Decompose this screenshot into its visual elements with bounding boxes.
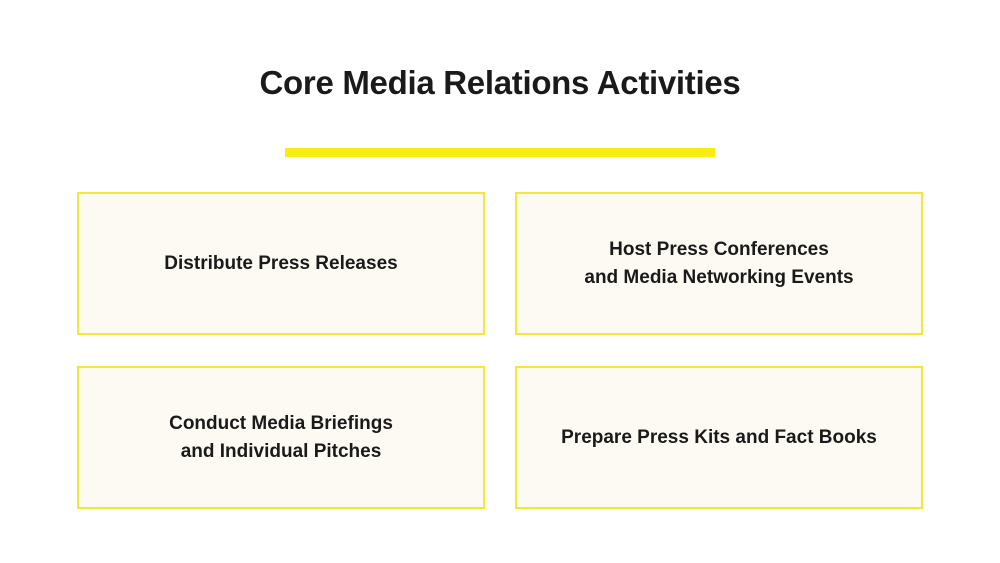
- activity-label: Distribute Press Releases: [164, 252, 398, 274]
- activity-box-distribute-press-releases: Distribute Press Releases: [77, 192, 485, 335]
- activity-label: Conduct Media Briefings and Individual P…: [169, 412, 393, 462]
- activity-label: Prepare Press Kits and Fact Books: [561, 426, 877, 448]
- title-underline-bar: [285, 148, 715, 157]
- activities-grid: Distribute Press Releases Host Press Con…: [77, 192, 923, 509]
- activity-box-host-press-conferences: Host Press Conferences and Media Network…: [515, 192, 923, 335]
- page-title: Core Media Relations Activities: [259, 64, 741, 101]
- activity-label: Host Press Conferences and Media Network…: [584, 238, 854, 288]
- activity-box-conduct-media-briefings: Conduct Media Briefings and Individual P…: [77, 366, 485, 509]
- activity-box-prepare-press-kits: Prepare Press Kits and Fact Books: [515, 366, 923, 509]
